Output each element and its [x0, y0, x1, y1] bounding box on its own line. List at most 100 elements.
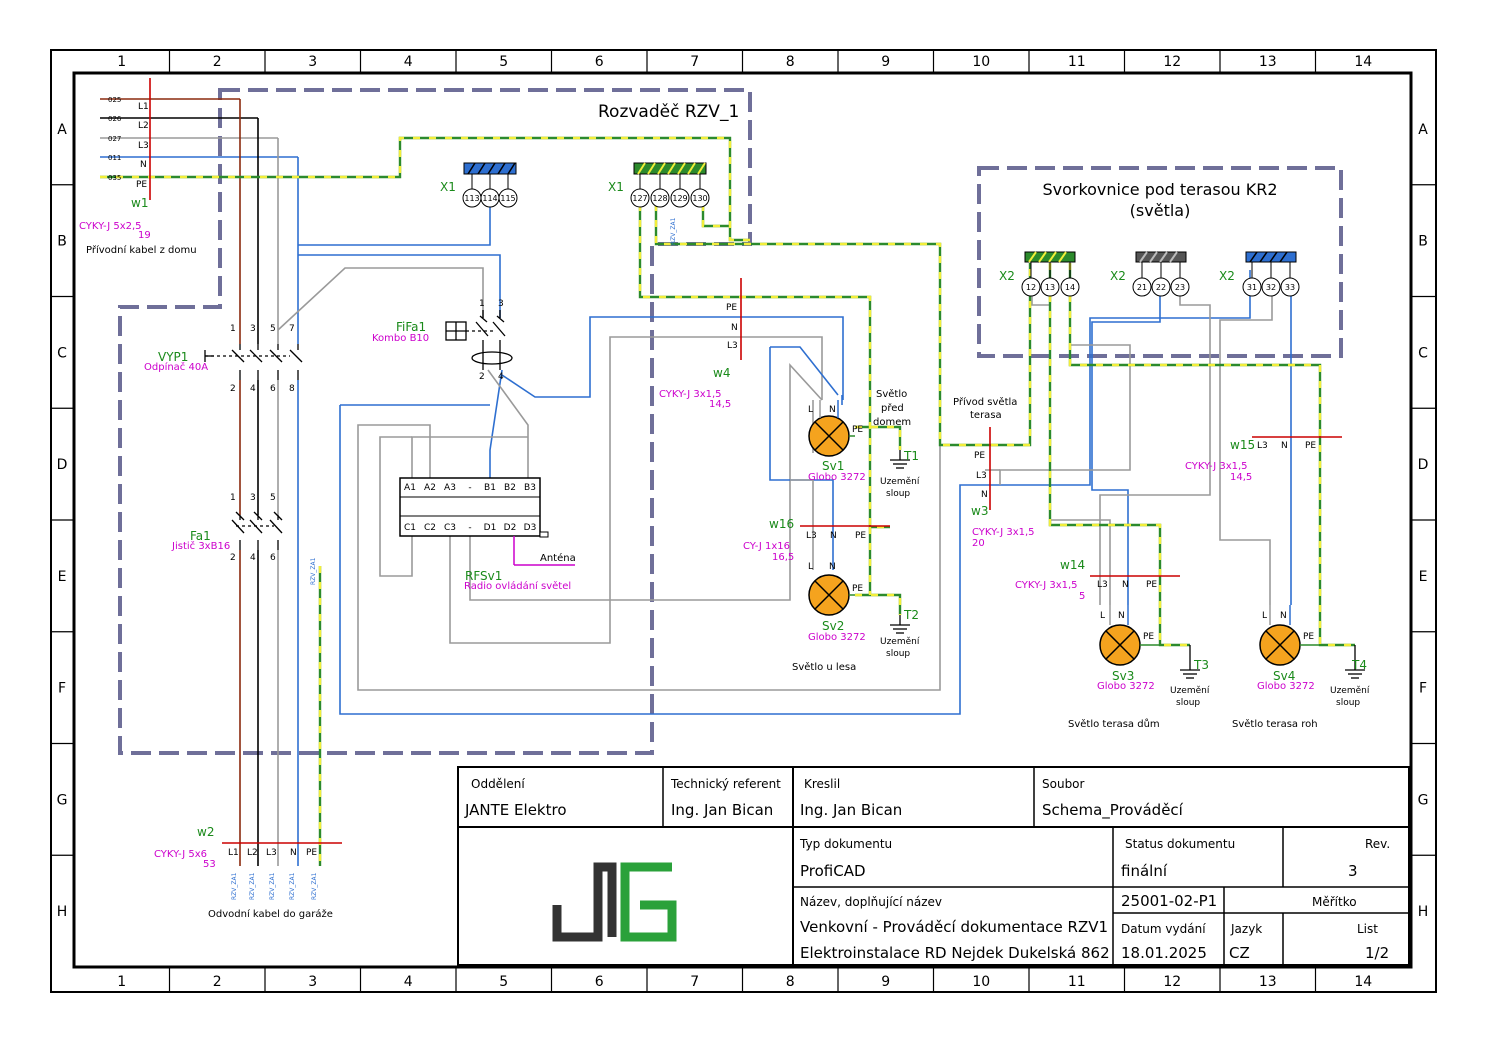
x1-tag-a: X1 — [440, 180, 456, 194]
wire-marker-w2-2: RZV_ZA1 — [249, 872, 256, 900]
vyp1-pin-1: 1 — [230, 324, 236, 334]
grid-col-label-top: 9 — [881, 54, 890, 70]
tb-doctype-label: Typ dokumentu — [799, 837, 892, 851]
tb-dept-value: JANTE Elektro — [464, 801, 567, 819]
grid-row-label-right: H — [1418, 904, 1429, 920]
rfsv1-pin-a3: A3 — [444, 483, 456, 493]
sv1-pin-l: L — [808, 405, 813, 415]
terminal-x2-n — [1242, 251, 1300, 297]
w1-wire-id-4: 011 — [108, 154, 121, 162]
w16-core-n: N — [830, 531, 837, 541]
rfsv1-pin-top-dash: - — [468, 483, 471, 493]
rfsv1-relay — [399, 477, 575, 566]
x2-tag-b: X2 — [1110, 269, 1126, 283]
sv3-pin-l: L — [1100, 611, 1105, 621]
grid-row-label-right: F — [1419, 681, 1427, 697]
lamp-sv1 — [808, 400, 855, 457]
x1-terminal-128: 128 — [652, 194, 667, 203]
wires — [100, 98, 1292, 866]
rfsv1-pin-d3: D3 — [524, 523, 537, 533]
grid-row-label-right: B — [1418, 234, 1428, 250]
rfsv1-pin-d2: D2 — [504, 523, 517, 533]
grid-col-label-top: 5 — [499, 54, 508, 70]
sv1-pin-pe: PE — [852, 425, 863, 435]
tb-status-value: finální — [1121, 862, 1168, 880]
grid-row-label-left: A — [57, 122, 67, 138]
grid-col-label-bottom: 13 — [1259, 974, 1277, 990]
w1-desc: Přívodní kabel z domu — [86, 244, 197, 256]
sv2-pin-l: L — [808, 562, 813, 572]
sv4-pin-pe: PE — [1303, 632, 1314, 642]
rfsv1-pin-c2: C2 — [424, 523, 436, 533]
sv1-pin-n: N — [829, 405, 836, 415]
outer-border — [50, 49, 1437, 993]
grid-col-label-bottom: 2 — [213, 974, 222, 990]
sv2-type: Globo 3272 — [808, 632, 866, 643]
fifa1-pin-4: 4 — [498, 372, 504, 382]
x2-terminal-33: 33 — [1285, 283, 1295, 292]
rfsv1-pin-b3: B3 — [524, 483, 536, 493]
w1-core-5: PE — [136, 180, 147, 190]
cable-w4: PE N L3 w4 CYKY-J 3x1,5 14,5 — [659, 278, 742, 410]
wire-marker-w2-5: RZV_ZA1 — [311, 872, 318, 900]
fa1-tag: Fa1 — [190, 529, 211, 543]
grid-col-label-bottom: 4 — [404, 974, 413, 990]
kr2-title: Svorkovnice pod terasou KR2 — [1042, 180, 1277, 199]
kr2-enclosure — [977, 166, 1343, 358]
w2-core-l2: L2 — [247, 848, 258, 858]
grid-lines — [51, 50, 1436, 992]
grid-row-label-right: C — [1418, 345, 1428, 361]
x1-terminal-113: 113 — [464, 194, 479, 203]
w1-length: 19 — [138, 230, 151, 241]
tb-drawn-value: Ing. Jan Bican — [800, 801, 902, 819]
grid-col-label-bottom: 11 — [1068, 974, 1086, 990]
rfsv1-desc: Radio ovládání světel — [464, 580, 571, 592]
vyp1-pin-7: 7 — [289, 324, 295, 334]
grid-col-label-top: 6 — [595, 54, 604, 70]
tb-rev-label: Rev. — [1365, 837, 1390, 851]
rzv1-enclosure — [118, 88, 752, 755]
pe-wires — [100, 136, 1355, 866]
w2-core-pe: PE — [306, 848, 317, 858]
w1-core-1: L1 — [138, 102, 149, 112]
terminal-x2-pe — [1021, 251, 1080, 297]
sv4-pin-l: L — [1262, 611, 1267, 621]
grid-col-label-top: 7 — [690, 54, 699, 70]
cable-w15: L3 N PE w15 CYKY-J 3x1,5 14,5 — [1185, 436, 1342, 483]
w4-core-l3: L3 — [727, 341, 738, 351]
grid-row-label-left: F — [58, 681, 66, 697]
fifa1-rcbo — [445, 310, 513, 370]
grid-col-label-top: 12 — [1163, 54, 1181, 70]
w16-core-l3: L3 — [806, 531, 817, 541]
fa1-pin-5: 5 — [270, 493, 276, 503]
grid-row-label-right: D — [1418, 457, 1429, 473]
cable-w14: L3 N PE w14 CYKY-J 3x1,5 5 — [1015, 558, 1180, 602]
w1-wire-id-5: 035 — [108, 174, 121, 182]
w2-core-l1: L1 — [228, 848, 239, 858]
t4-label-2: sloup — [1336, 698, 1360, 708]
x2-terminal-14: 14 — [1065, 283, 1075, 292]
tb-name-value-2: Elektroinstalace RD Nejdek Dukelská 862 — [800, 944, 1110, 962]
w1-tag: w1 — [131, 196, 148, 210]
fifa1-pin-3: 3 — [498, 299, 504, 309]
fifa1-desc: Kombo B10 — [372, 333, 429, 344]
tb-drawn-label: Kreslil — [804, 777, 840, 791]
w15-length: 14,5 — [1230, 472, 1252, 483]
tb-rev-value: 3 — [1348, 862, 1358, 880]
rfsv1-pin-b1: B1 — [484, 483, 496, 493]
t2-tag: T2 — [903, 608, 919, 622]
rfsv1-antenna: Anténa — [540, 552, 576, 564]
fa1-pin-4: 4 — [250, 553, 256, 563]
sv3-pin-pe: PE — [1143, 632, 1154, 642]
w4-length: 14,5 — [709, 399, 731, 410]
x1-terminal-114: 114 — [482, 194, 497, 203]
vyp1-pin-8: 8 — [289, 384, 295, 394]
w4-core-n: N — [731, 323, 738, 333]
w1-wire-id-3: 027 — [108, 135, 121, 143]
w1-core-2: L2 — [138, 121, 149, 131]
w16-type: CY-J 1x16 — [743, 541, 790, 552]
w15-type: CYKY-J 3x1,5 — [1185, 461, 1248, 472]
grid-col-label-bottom: 7 — [690, 974, 699, 990]
x2-terminal-23: 23 — [1175, 283, 1185, 292]
w2-core-n: N — [290, 848, 297, 858]
